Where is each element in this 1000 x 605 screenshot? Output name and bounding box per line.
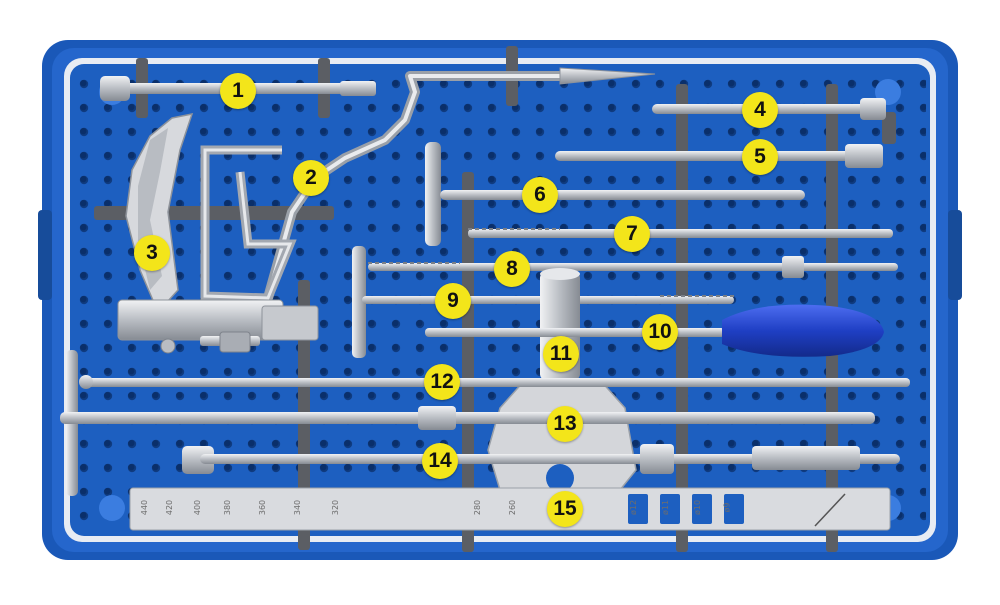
instrument-12-rod — [79, 375, 910, 389]
ruler-mark-label: 400 — [193, 499, 203, 516]
label-marker-15: 15 — [547, 491, 583, 527]
instrument-14-rod — [182, 444, 900, 474]
ruler-mark-label: 440 — [140, 499, 150, 516]
label-marker-2: 2 — [293, 160, 329, 196]
label-marker-4: 4 — [742, 92, 778, 128]
instrument-5-rod — [555, 144, 883, 168]
ruler-mark-label: 420 — [165, 499, 175, 516]
ruler-mark-label: 380 — [223, 499, 233, 516]
ruler-mark-label: 260 — [508, 499, 518, 516]
label-marker-1: 1 — [220, 73, 256, 109]
label-marker-7: 7 — [614, 216, 650, 252]
ruler-mark-label: ø12 — [629, 499, 639, 516]
label-marker-6: 6 — [522, 177, 558, 213]
label-marker-14: 14 — [422, 443, 458, 479]
ruler-mark-label: 320 — [331, 499, 341, 516]
label-marker-5: 5 — [742, 139, 778, 175]
instrument-15-ruler — [129, 487, 891, 531]
label-marker-10: 10 — [642, 314, 678, 350]
instrument-13-rod — [60, 350, 875, 496]
label-marker-13: 13 — [547, 406, 583, 442]
ruler-mark-label: 280 — [473, 499, 483, 516]
label-marker-9: 9 — [435, 283, 471, 319]
ruler-mark-label: 360 — [258, 499, 268, 516]
label-marker-8: 8 — [494, 251, 530, 287]
instrument-2-bent-guide — [200, 67, 656, 303]
ruler-mark-label: ø11 — [661, 499, 671, 516]
label-marker-3: 3 — [134, 235, 170, 271]
ruler-mark-label: ø9 — [722, 502, 732, 513]
ruler-mark-label: 340 — [293, 499, 303, 516]
ruler-mark-label: ø10 — [693, 499, 703, 516]
instrument-7-drill-bit — [468, 228, 893, 238]
label-marker-12: 12 — [424, 364, 460, 400]
label-marker-11: 11 — [543, 336, 579, 372]
